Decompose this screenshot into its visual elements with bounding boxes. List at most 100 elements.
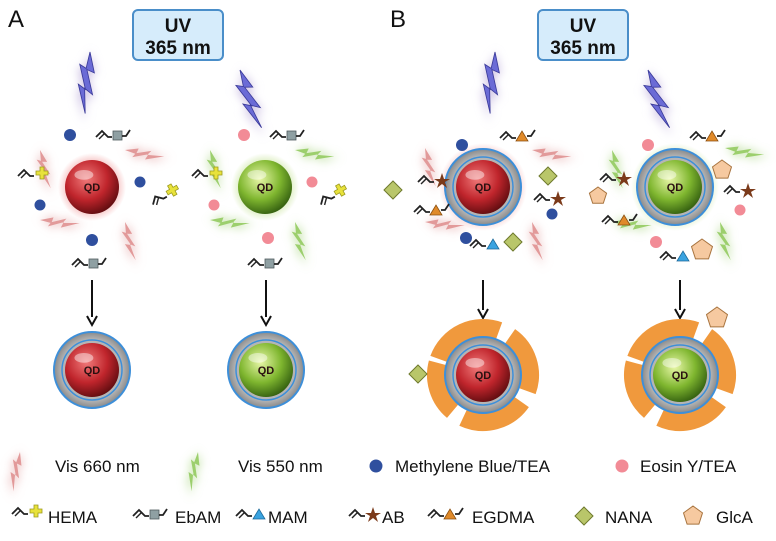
ebam-monomer	[96, 130, 130, 140]
legend-label: Vis 660 nm	[55, 457, 140, 476]
red-quantum-dot-b-product-label: QD	[475, 370, 492, 382]
ebam-monomer	[248, 258, 282, 268]
legend-item-ab: AB	[349, 507, 405, 527]
legend-item-glca: GlcA	[682, 505, 754, 527]
ebam-icon	[133, 509, 167, 519]
green-quantum-dot-b-product-sphere	[653, 348, 707, 402]
ebam-monomer	[270, 130, 304, 140]
uv-lightning-a-left	[53, 51, 122, 123]
legend-row-1: Vis 660 nm Vis 550 nm Methylene Blue/TEA Eo…	[55, 457, 737, 476]
green-quantum-dot-a-label: QD	[257, 182, 274, 194]
imprinted-polymer-coat-green	[624, 319, 736, 431]
reaction-arrow-b-green	[674, 280, 686, 321]
green-quantum-dot-a-product: QD	[239, 343, 293, 397]
uv-wavelength: 365 nm	[550, 38, 615, 59]
red-quantum-dot-a-product-label: QD	[84, 365, 101, 377]
hema-monomer	[149, 182, 181, 207]
nana-icon	[574, 506, 594, 526]
methylene-blue-dot-icon	[369, 459, 383, 473]
legend-row-2: HEMA EbAM MAM AB EGDMA NANA GlcA	[12, 505, 754, 527]
legend-label: AB	[382, 508, 405, 527]
green-quantum-dot-b-sphere	[648, 160, 702, 214]
egdma-monomer	[690, 130, 725, 141]
legend-label: NANA	[605, 508, 653, 527]
legend-item-nana: NANA	[574, 506, 653, 527]
red-quantum-dot-b-label: QD	[475, 182, 492, 194]
legend-label: MAM	[268, 508, 308, 527]
reaction-arrow-b-red	[477, 280, 489, 321]
legend-item-0: Vis 660 nm	[55, 457, 140, 476]
legend-label: HEMA	[48, 508, 98, 527]
methylene-blue-dot	[460, 232, 472, 244]
red-quantum-dot-b-product: QD	[456, 348, 510, 402]
green-quantum-dot-b: QD	[648, 160, 702, 214]
red-quantum-dot-b: QD	[456, 160, 510, 214]
eosin-dot	[208, 199, 220, 211]
methylene-blue-dot	[546, 208, 558, 220]
mam-monomer	[470, 239, 499, 249]
vis-550-lightning-icon	[173, 452, 216, 497]
legend-item-mam: MAM	[236, 508, 308, 527]
eosin-dot	[642, 139, 654, 151]
methylene-blue-dot	[64, 129, 76, 141]
glca-pentagon	[711, 159, 733, 179]
green-quantum-dot-a-product-label: QD	[258, 365, 275, 377]
glca-icon	[682, 505, 704, 525]
red-quantum-dot-a-product: QD	[65, 343, 119, 397]
uv-lightning-b-left	[458, 51, 527, 123]
legend-item-1: Vis 550 nm	[238, 457, 323, 476]
legend-label: EbAM	[175, 508, 221, 527]
vis-660-lightning-b-1	[532, 132, 577, 175]
ab-monomer	[724, 183, 756, 198]
eosin-dot-icon	[615, 459, 629, 473]
imprinted-polymer-coat-red	[427, 319, 539, 431]
green-quantum-dot-b-product-label: QD	[672, 370, 689, 382]
nana-diamond	[538, 166, 558, 186]
legend-item-2: Methylene Blue/TEA	[395, 457, 551, 476]
vis-660-lightning-3	[108, 222, 154, 266]
red-quantum-dot-a-product-sphere	[65, 343, 119, 397]
legend-label: Methylene Blue/TEA	[395, 457, 551, 476]
panel-letter-a: A	[8, 6, 24, 33]
legend-label: GlcA	[716, 508, 754, 527]
nana-diamond	[503, 232, 523, 252]
eosin-dot	[238, 129, 250, 141]
green-quantum-dot-a: QD	[238, 160, 292, 214]
green-quantum-dot-b-label: QD	[667, 182, 684, 194]
eosin-dot	[306, 176, 318, 188]
legend-item-egdma: EGDMA	[428, 508, 535, 527]
hema-monomer	[18, 167, 48, 179]
glca-pentagon-template	[705, 306, 729, 328]
legend-label: Eosin Y/TEA	[640, 457, 737, 476]
red-quantum-dot-b-sphere	[456, 160, 510, 214]
uv-wavelength: 365 nm	[145, 38, 210, 59]
legend-item-hema: HEMA	[12, 505, 98, 527]
methylene-blue-dot	[34, 199, 46, 211]
vis-660-lightning-b-3	[515, 222, 561, 266]
legend-item-ebam: EbAM	[133, 508, 221, 527]
hema-monomer	[192, 167, 222, 179]
reaction-arrow-a-red	[86, 280, 98, 328]
red-quantum-dot-a-label: QD	[84, 182, 101, 194]
vis-660-lightning-1	[125, 132, 170, 175]
red-quantum-dot-b-product-sphere	[456, 348, 510, 402]
reaction-arrow-a-green	[260, 280, 272, 328]
legend-label: EGDMA	[472, 508, 535, 527]
egdma-icon	[428, 508, 463, 519]
glca-pentagon	[588, 186, 608, 204]
green-quantum-dot-a-product-sphere	[239, 343, 293, 397]
vis-550-lightning-b-3	[703, 222, 749, 266]
ab-monomer	[534, 191, 566, 206]
eosin-dot	[262, 232, 274, 244]
nana-diamond-template	[408, 364, 428, 384]
ebam-monomer	[72, 258, 106, 268]
green-quantum-dot-b-product: QD	[653, 348, 707, 402]
methylene-blue-dot	[86, 234, 98, 246]
glca-pentagon	[690, 238, 714, 260]
eosin-dot	[734, 204, 746, 216]
mam-monomer	[660, 251, 689, 261]
uv-lightning-b-right	[625, 69, 696, 136]
